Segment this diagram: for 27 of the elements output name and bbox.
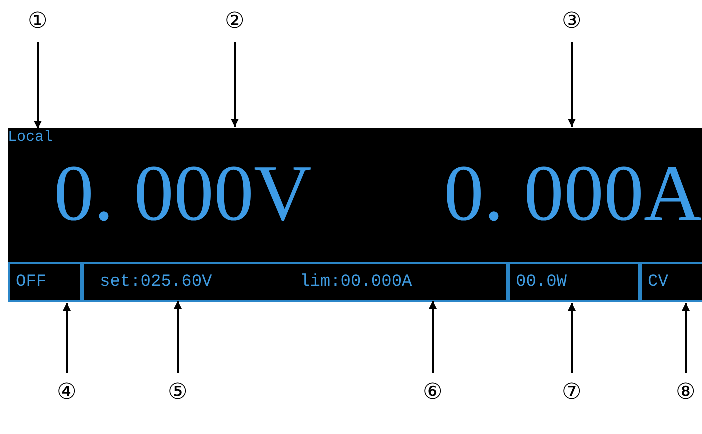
limit-text: lim:00.000A bbox=[300, 264, 430, 300]
status-field bbox=[8, 262, 82, 302]
arrow bbox=[568, 303, 576, 373]
arrow bbox=[34, 42, 42, 129]
setpoint-text: set:025.60V bbox=[100, 264, 230, 300]
callout-number: ② bbox=[223, 10, 247, 34]
callout-number: ④ bbox=[55, 381, 79, 405]
field-text: CV bbox=[648, 272, 668, 294]
mode-field bbox=[640, 262, 702, 302]
display-screen bbox=[8, 128, 702, 302]
arrow bbox=[231, 42, 239, 127]
arrow bbox=[174, 301, 182, 373]
arrow bbox=[429, 301, 437, 373]
current-reading: 0. 000A bbox=[444, 128, 702, 226]
callout-number: ③ bbox=[560, 10, 584, 34]
arrow bbox=[63, 303, 71, 373]
power-field bbox=[508, 262, 640, 302]
callout-number: ⑦ bbox=[560, 381, 584, 405]
callout-number: ⑤ bbox=[166, 381, 190, 405]
arrow bbox=[682, 303, 690, 373]
arrow bbox=[568, 42, 576, 127]
field-text: 00.0W bbox=[516, 272, 568, 294]
setting-field bbox=[82, 262, 508, 302]
field-text: OFF bbox=[16, 272, 47, 294]
callout-number: ⑥ bbox=[421, 381, 445, 405]
callout-number: ⑧ bbox=[674, 381, 698, 405]
callout-number: ① bbox=[26, 10, 50, 34]
